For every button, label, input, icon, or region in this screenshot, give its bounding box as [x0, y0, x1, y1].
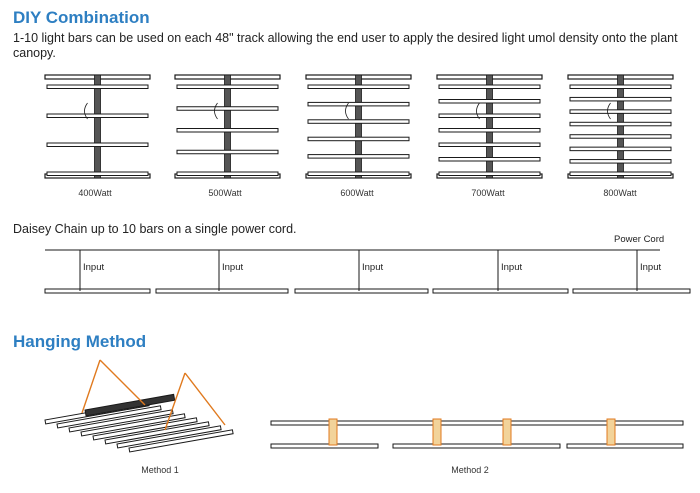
method1-light-bar: [56, 405, 162, 429]
center-rail: [617, 74, 624, 179]
light-bar: [176, 128, 279, 133]
method2-label: Method 2: [451, 465, 489, 475]
light-bar: [438, 113, 541, 118]
light-bar: [569, 84, 672, 89]
cable: [345, 102, 349, 120]
method1-light-bar: [104, 421, 210, 445]
light-bar: [569, 146, 672, 152]
method2-track: [270, 420, 684, 426]
light-bar: [569, 134, 672, 139]
method1-label: Method 1: [141, 465, 179, 475]
light-bar: [569, 159, 672, 164]
light-bar: [46, 113, 149, 118]
light-bar: [46, 84, 149, 89]
center-rail: [94, 74, 101, 179]
light-bar: [569, 121, 672, 127]
config-label-700: 700Watt: [471, 188, 505, 198]
light-bar: [307, 101, 410, 107]
method1-light-bar: [68, 409, 174, 433]
center-rail: [224, 74, 231, 179]
light-bar: [176, 84, 279, 89]
chain-light-bar: [432, 288, 569, 294]
hanging-heading: Hanging Method: [13, 332, 147, 351]
light-bar: [569, 96, 672, 102]
light-bar: [307, 84, 410, 89]
light-bar: [307, 154, 410, 159]
light-bar: [438, 142, 541, 147]
diy-description: 1-10 light bars can be used on each 48" …: [13, 31, 678, 60]
method1-light-bar: [116, 425, 222, 449]
light-bar: [569, 171, 672, 176]
center-rail: [486, 74, 493, 179]
cable: [476, 102, 480, 120]
light-bar: [176, 106, 279, 111]
diy-heading: DIY Combination: [13, 8, 150, 27]
method1-hanger-wire: [164, 372, 226, 431]
method2-hanger-clip: [328, 418, 338, 446]
light-bar: [438, 157, 541, 162]
light-bar: [46, 142, 149, 147]
input-label-4: Input: [501, 262, 523, 273]
light-bar: [176, 171, 279, 176]
input-label-2: Input: [222, 262, 244, 273]
config-label-600: 600Watt: [340, 188, 374, 198]
input-label-5: Input: [640, 262, 662, 273]
method2-hanger-clip: [606, 418, 616, 446]
chain-light-bar: [294, 288, 429, 294]
light-bar: [438, 128, 541, 133]
method2-hanger-clip: [432, 418, 442, 446]
config-label-400: 400Watt: [78, 188, 112, 198]
center-rail: [355, 74, 362, 179]
light-bar: [569, 109, 672, 114]
chain-light-bar: [44, 288, 151, 294]
method2-hanger-clip: [502, 418, 512, 446]
chain-light-bar: [155, 288, 289, 294]
method1-light-bar: [80, 413, 186, 437]
light-bar: [438, 171, 541, 176]
light-bar: [307, 136, 410, 142]
method1-rail: [84, 393, 176, 417]
cable: [607, 102, 611, 120]
method1-hanger-wire: [81, 359, 146, 414]
method2-light-bar: [270, 443, 379, 449]
method2-light-bar: [566, 443, 684, 449]
chain-light-bar: [572, 288, 691, 294]
cable: [214, 102, 218, 120]
input-label-1: Input: [83, 262, 105, 273]
light-bar: [438, 99, 541, 104]
config-label-500: 500Watt: [208, 188, 242, 198]
power-cord-label: Power Cord: [614, 234, 665, 245]
light-bar: [307, 119, 410, 124]
light-bar: [438, 84, 541, 89]
light-bar: [46, 171, 149, 176]
light-bar: [307, 171, 410, 176]
method1-light-bar: [128, 429, 234, 453]
method1-light-bar: [92, 417, 198, 441]
light-bar: [176, 149, 279, 155]
input-label-3: Input: [362, 262, 384, 273]
cable: [84, 102, 88, 120]
config-label-800: 800Watt: [603, 188, 637, 198]
method2-light-bar: [392, 443, 561, 449]
daisy-chain-text: Daisey Chain up to 10 bars on a single p…: [13, 222, 297, 236]
